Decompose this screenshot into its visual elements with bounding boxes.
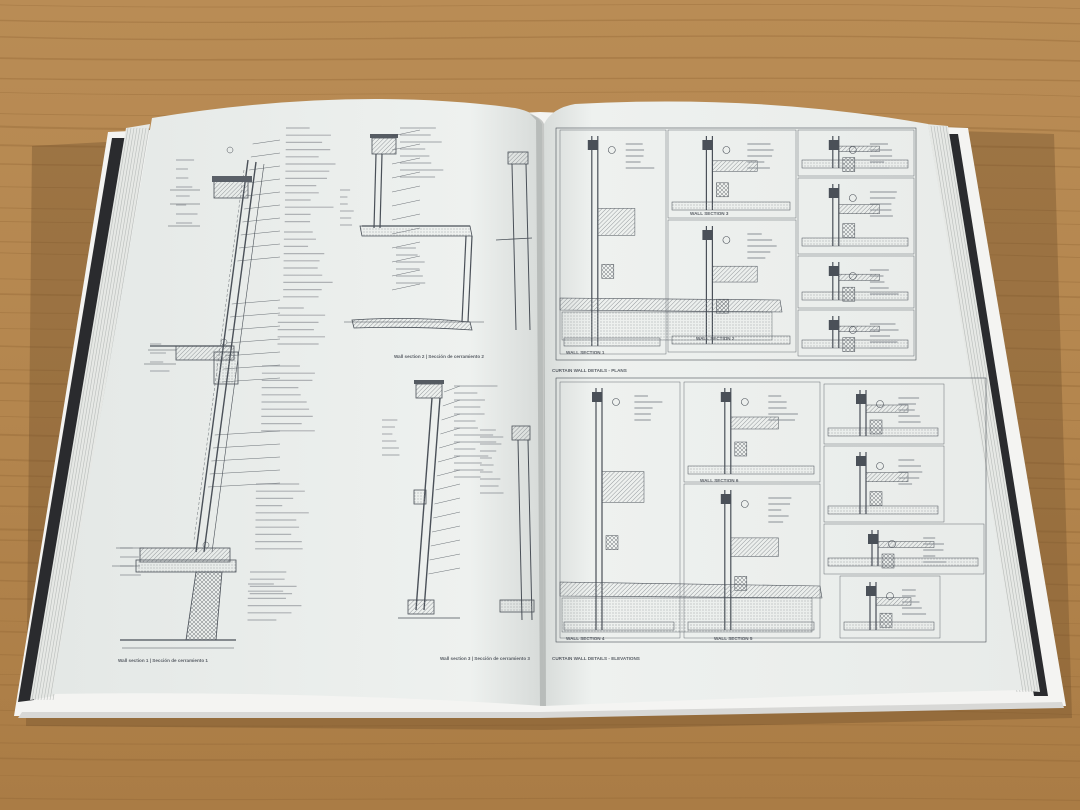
wall-section-3-drawing <box>398 380 535 621</box>
left-page-drawings <box>112 129 535 649</box>
caption-wall-section-3: Wall section 3 | Sección de cerramiento … <box>440 656 530 661</box>
book-gutter <box>530 114 546 706</box>
section-label-1: WALL SECTION 1 <box>566 350 605 355</box>
wall-section-1-drawing <box>112 139 281 649</box>
section-label-3: WALL SECTION 3 <box>690 211 729 216</box>
caption-wall-section-2: Wall section 2 | Sección de cerramiento … <box>394 354 484 359</box>
left-page-notes <box>120 127 504 621</box>
right-page-section-labels: WALL SECTION 1 WALL SECTION 2 WALL SECTI… <box>566 211 753 641</box>
right-page <box>544 101 1022 706</box>
right-page-drawings <box>555 127 987 643</box>
caption-wall-section-1: Wall section 1 | Sección de cerramiento … <box>118 658 208 663</box>
wall-section-2-drawing <box>344 129 533 331</box>
section-label-6: WALL SECTION 6 <box>700 478 739 483</box>
section-label-2: WALL SECTION 2 <box>696 336 735 341</box>
section-label-5: WALL SECTION 5 <box>714 636 753 641</box>
page-edges <box>30 124 1040 701</box>
right-page-header-2: CURTAIN WALL DETAILS - ELEVATIONS <box>552 656 640 661</box>
right-page-header-1: CURTAIN WALL DETAILS - PLANS <box>552 368 627 373</box>
section-label-4: WALL SECTION 4 <box>566 636 605 641</box>
